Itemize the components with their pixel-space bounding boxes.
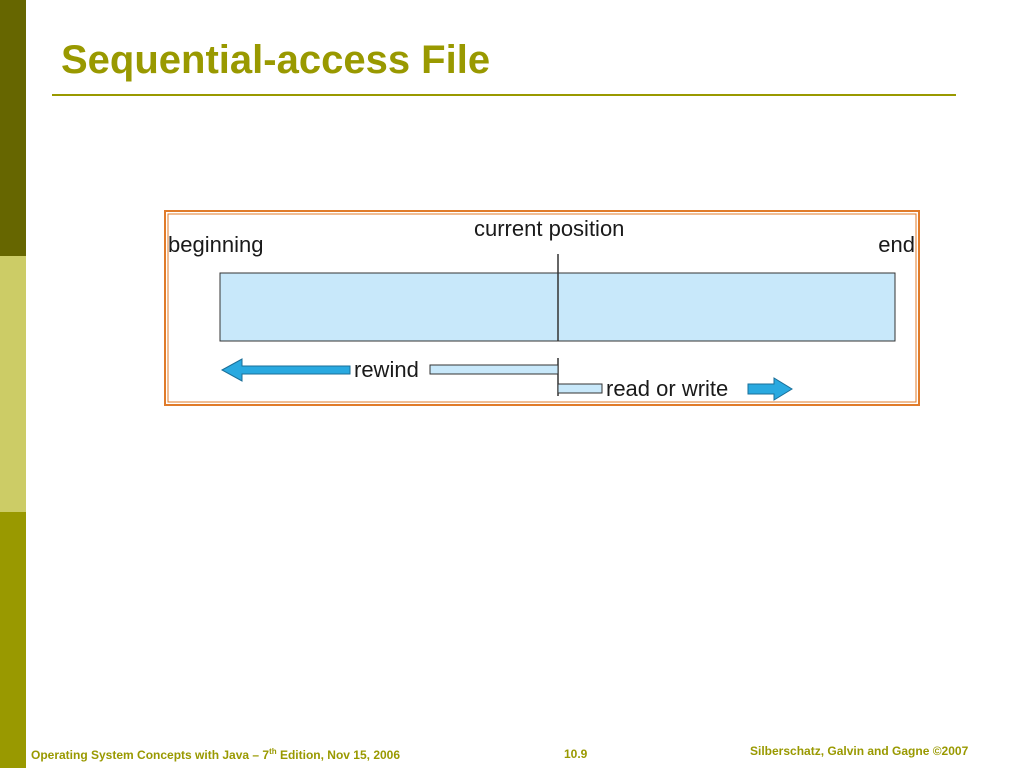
footer-book-prefix: Operating System Concepts with Java – 7 bbox=[31, 748, 270, 762]
frame-inner bbox=[167, 213, 917, 403]
slide-title: Sequential-access File bbox=[61, 38, 491, 82]
footer-book-title: Operating System Concepts with Java – 7t… bbox=[31, 747, 400, 762]
read-write-arrow bbox=[747, 377, 793, 401]
label-beginning: beginning bbox=[168, 232, 263, 257]
footer-authors: Silberschatz, Galvin and Gagne ©2007 bbox=[750, 744, 969, 758]
label-rewind: rewind bbox=[354, 357, 419, 382]
footer-book-suffix: Edition, Nov 15, 2006 bbox=[276, 748, 401, 762]
side-band-bottom bbox=[0, 512, 26, 768]
footer-book-sup: th bbox=[269, 747, 277, 756]
title-underline bbox=[52, 94, 956, 96]
label-read-or-write: read or write bbox=[606, 376, 728, 401]
label-current-position: current position bbox=[474, 216, 624, 241]
sequential-access-diagram: current position beginning end rewind re… bbox=[164, 210, 920, 406]
side-band-middle bbox=[0, 256, 26, 512]
frame-outer bbox=[164, 210, 920, 406]
footer-page-number: 10.9 bbox=[564, 747, 588, 761]
read-write-bar bbox=[557, 383, 603, 394]
rewind-arrow bbox=[220, 358, 351, 382]
rewind-bar bbox=[429, 364, 559, 375]
label-end: end bbox=[878, 232, 915, 257]
side-band-top bbox=[0, 0, 26, 256]
